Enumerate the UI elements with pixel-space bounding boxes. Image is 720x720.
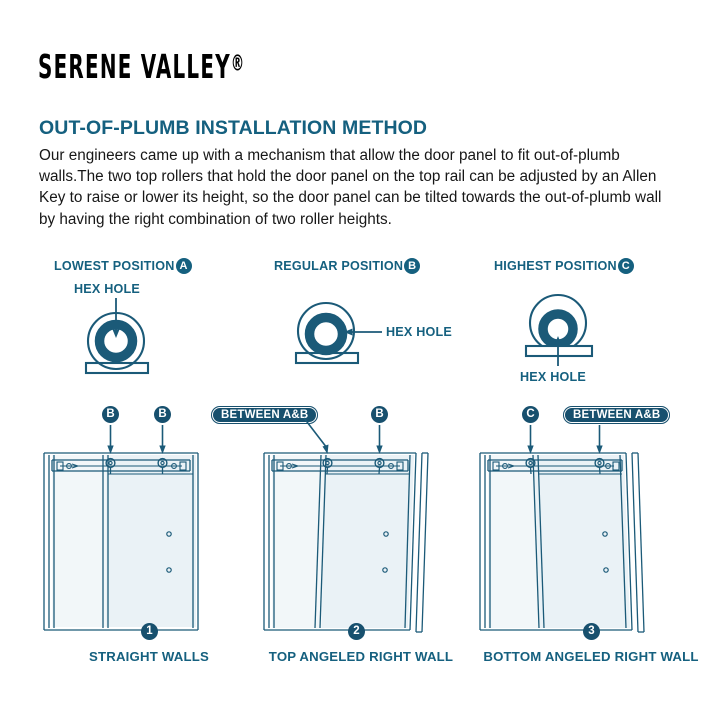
- roller-position-label: REGULAR POSITION: [274, 259, 404, 273]
- shower-door-illustration-2: [263, 417, 429, 633]
- roller-highest-illustration: [524, 293, 594, 366]
- marker-badge-b: B: [371, 406, 388, 423]
- brand-logo: SERENE VALLEY®: [38, 49, 244, 87]
- brand-name: SERENE VALLEY: [38, 48, 231, 87]
- hex-hole-label-highest: HEX HOLE: [520, 370, 586, 384]
- roller-position-title-lowest: LOWEST POSITION A: [54, 258, 192, 274]
- diagram-number-1: 1: [141, 623, 158, 640]
- diagram-caption-3: BOTTOM ANGELED RIGHT WALL: [483, 649, 699, 664]
- roller-position-regular: REGULAR POSITION B HEX HOLE: [268, 258, 500, 388]
- roller-position-highest: HIGHEST POSITION C HEX HOLE: [484, 258, 716, 388]
- pill-badge-between-ab-left: BETWEEN A&B: [211, 406, 319, 424]
- shower-door-illustration-1: [43, 425, 199, 631]
- page-title: OUT-OF-PLUMB INSTALLATION METHOD: [39, 117, 428, 139]
- position-badge-c: C: [617, 258, 634, 274]
- position-badge-a: A: [175, 258, 192, 274]
- hex-hole-label-regular: HEX HOLE: [386, 325, 452, 339]
- roller-lowest-illustration: [84, 298, 150, 375]
- door-diagram-straight-walls: B B: [30, 404, 268, 676]
- diagram-number-2: 2: [348, 623, 365, 640]
- marker-badge-c: C: [522, 406, 539, 423]
- intro-paragraph: Our engineers came up with a mechanism t…: [39, 147, 662, 228]
- marker-badge-b-left: B: [102, 406, 119, 423]
- door-diagram-bottom-angeled: C BETWEEN A&B: [472, 404, 710, 676]
- position-badge-b: B: [404, 258, 421, 274]
- marker-badge-b-right: B: [154, 406, 171, 423]
- door-diagram-top-angeled: BETWEEN A&B B: [211, 404, 480, 676]
- hex-hole-label-lowest: HEX HOLE: [74, 282, 140, 296]
- diagram-number-3: 3: [583, 623, 600, 640]
- roller-position-title-highest: HIGHEST POSITION C: [494, 258, 634, 274]
- registered-mark-icon: ®: [230, 51, 245, 77]
- roller-position-title-regular: REGULAR POSITION B: [274, 258, 421, 274]
- diagram-caption-1: STRAIGHT WALLS: [88, 649, 209, 664]
- roller-regular-illustration: [294, 301, 382, 365]
- roller-position-label: LOWEST POSITION: [54, 259, 175, 273]
- roller-position-label: HIGHEST POSITION: [494, 259, 617, 273]
- pill-badge-between-ab-right: BETWEEN A&B: [563, 406, 671, 424]
- roller-position-lowest: LOWEST POSITION A HEX HOLE: [42, 258, 274, 388]
- shower-door-illustration-3: [479, 425, 645, 633]
- diagram-caption-2: TOP ANGELED RIGHT WALL: [268, 649, 454, 664]
